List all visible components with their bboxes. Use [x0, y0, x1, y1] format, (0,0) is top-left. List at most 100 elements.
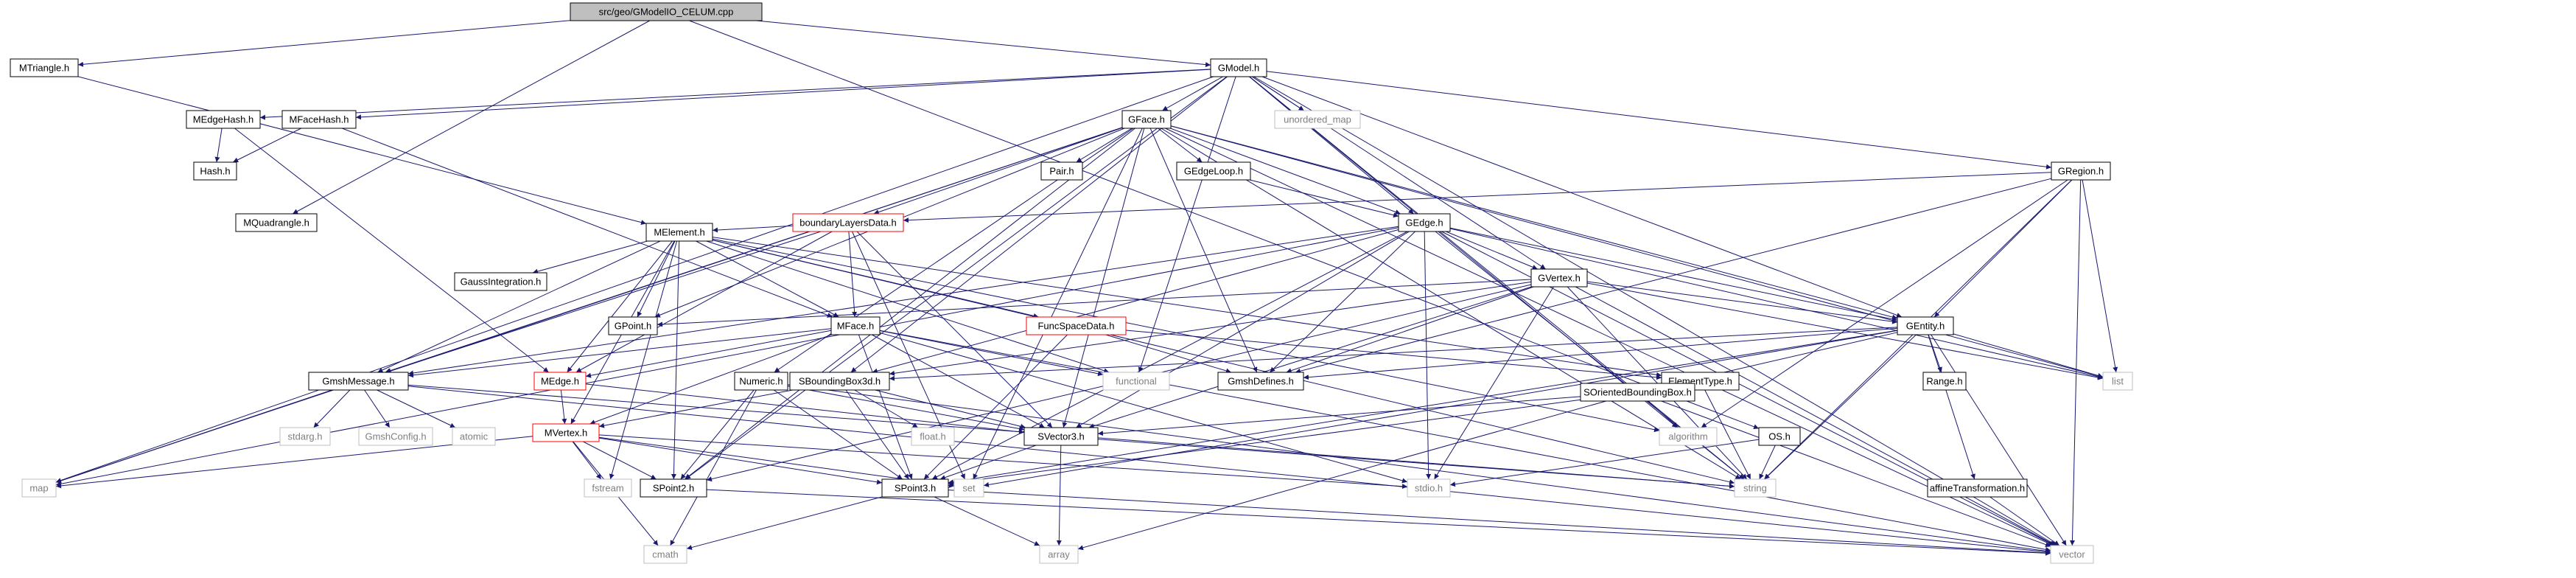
node-box — [2051, 161, 2111, 181]
node-box — [2102, 372, 2133, 391]
node-label: functional — [1116, 376, 1157, 387]
node-range[interactable]: Range.h — [1922, 372, 1967, 391]
edge-gmodel-to-gface — [1162, 76, 1223, 111]
node-soriented[interactable]: SOrientedBoundingBox.h — [1580, 383, 1695, 402]
node-box — [953, 478, 984, 498]
node-box — [1176, 161, 1251, 181]
node-stdarg: stdarg.h — [279, 427, 331, 446]
edge-gmodel-to-vector — [1253, 76, 2057, 546]
node-gvertex[interactable]: GVertex.h — [1530, 268, 1588, 288]
node-label: OS.h — [1768, 431, 1791, 442]
node-box — [608, 316, 658, 335]
edge-mvertex-to-spoint3 — [598, 437, 883, 485]
edge-gregion-to-algorithm — [1701, 179, 2068, 428]
edge-numeric-to-svector3 — [787, 386, 1025, 431]
node-box — [643, 545, 687, 564]
edge-gface-to-pair — [1076, 128, 1133, 163]
node-root[interactable]: src/geo/GModelIO_CELUM.cpp — [570, 2, 763, 21]
edge-gmodel-to-mfacehash — [355, 69, 1211, 120]
node-gface[interactable]: GFace.h — [1121, 110, 1172, 129]
node-melement[interactable]: MElement.h — [645, 223, 713, 242]
node-mface[interactable]: MFace.h — [830, 316, 881, 335]
node-box — [1040, 161, 1083, 181]
node-box — [1407, 478, 1451, 498]
edge-melement-to-gpoint — [637, 240, 676, 318]
edge-melement-to-mface — [696, 240, 839, 318]
node-gedge[interactable]: GEdge.h — [1398, 213, 1451, 232]
node-box — [792, 213, 904, 232]
node-boundarylayers[interactable]: boundaryLayersData.h — [792, 213, 904, 232]
node-algorithm: algorithm — [1659, 427, 1718, 446]
node-box — [193, 161, 237, 181]
edge-gvertex-to-gpoint — [657, 279, 1532, 327]
node-label: Hash.h — [200, 166, 230, 177]
edge-medge-to-svector3 — [585, 383, 1025, 435]
node-box — [235, 213, 318, 232]
node-label: SVector3.h — [1037, 431, 1085, 442]
node-mfacehash[interactable]: MFaceHash.h — [281, 110, 357, 129]
edge-boundarylayers-to-melement — [712, 225, 794, 233]
node-mquadrangle[interactable]: MQuadrangle.h — [235, 213, 318, 232]
node-mvertex[interactable]: MVertex.h — [532, 423, 600, 442]
node-numeric[interactable]: Numeric.h — [734, 372, 788, 391]
node-label: atomic — [460, 431, 489, 442]
node-label: affineTransformation.h — [1930, 483, 2025, 494]
edge-melement-to-fstream — [609, 240, 678, 480]
node-medgehash[interactable]: MEdgeHash.h — [186, 110, 261, 129]
node-gmshdefines[interactable]: GmshDefines.h — [1217, 372, 1304, 391]
node-label: GmshConfig.h — [365, 431, 426, 442]
edge-spoint3-to-vector — [948, 490, 2051, 556]
node-gmshmessage[interactable]: GmshMessage.h — [308, 372, 409, 391]
node-string: string — [1734, 478, 1777, 498]
node-gmodel[interactable]: GModel.h — [1210, 58, 1267, 77]
node-label: MEdgeHash.h — [193, 114, 253, 125]
node-gentity[interactable]: GEntity.h — [1897, 316, 1954, 335]
edge-gmodel-to-gregion — [1266, 71, 2052, 170]
edge-gentity-to-vector — [1931, 334, 2067, 546]
node-map: map — [21, 478, 57, 498]
edge-gface-to-spoint2 — [685, 128, 1135, 480]
node-affine[interactable]: affineTransformation.h — [1927, 478, 2028, 498]
node-medge[interactable]: MEdge.h — [533, 372, 587, 391]
node-gedgeloop[interactable]: GEdgeLoop.h — [1176, 161, 1251, 181]
node-spoint3[interactable]: SPoint3.h — [881, 478, 949, 498]
node-osh[interactable]: OS.h — [1758, 427, 1801, 446]
node-label: set — [962, 483, 976, 494]
edge-melement-to-gmshmessage — [377, 240, 661, 373]
node-sboundingbox[interactable]: SBoundingBox3d.h — [789, 372, 890, 391]
node-box — [281, 110, 357, 129]
node-box — [1758, 427, 1801, 446]
node-mtriangle[interactable]: MTriangle.h — [10, 58, 79, 77]
edge-gmshmessage-to-gmshconfig — [364, 389, 391, 428]
node-pair[interactable]: Pair.h — [1040, 161, 1083, 181]
node-box — [2050, 545, 2094, 564]
node-functional: functional — [1102, 372, 1170, 391]
node-box — [308, 372, 409, 391]
node-box — [734, 372, 788, 391]
node-gaussint[interactable]: GaussIntegration.h — [454, 272, 547, 291]
edge-funcspace-to-spoint3 — [923, 334, 1068, 480]
node-gpoint[interactable]: GPoint.h — [608, 316, 658, 335]
node-svector3[interactable]: SVector3.h — [1023, 427, 1099, 446]
node-label: GModel.h — [1218, 63, 1259, 74]
edge-gmodel-to-map — [55, 76, 1214, 483]
node-label: MQuadrangle.h — [243, 217, 309, 229]
edge-medgehash-to-hash — [214, 128, 223, 163]
edge-gedge-to-gmshdefines — [1270, 231, 1415, 373]
node-box — [1102, 372, 1170, 391]
node-label: SPoint3.h — [895, 483, 936, 494]
edge-mface-to-spoint3 — [858, 334, 913, 480]
node-spoint2[interactable]: SPoint2.h — [640, 478, 707, 498]
edge-gmodel-to-gedge — [1249, 76, 1414, 215]
edge-svector3-to-array — [1056, 445, 1062, 546]
node-gregion[interactable]: GRegion.h — [2051, 161, 2111, 181]
edge-boundarylayers-to-gmshmessage — [385, 231, 822, 374]
edge-sboundingbox-to-floath — [854, 389, 919, 428]
node-label: GmshMessage.h — [322, 376, 394, 387]
edge-mvertex-to-fstream — [572, 441, 602, 480]
node-funcspace[interactable]: FuncSpaceData.h — [1026, 316, 1127, 335]
edge-numeric-to-cmath — [670, 389, 757, 546]
edge-gmodel-to-gentity — [1261, 76, 1903, 318]
node-hash[interactable]: Hash.h — [193, 161, 237, 181]
node-box — [1927, 478, 2028, 498]
